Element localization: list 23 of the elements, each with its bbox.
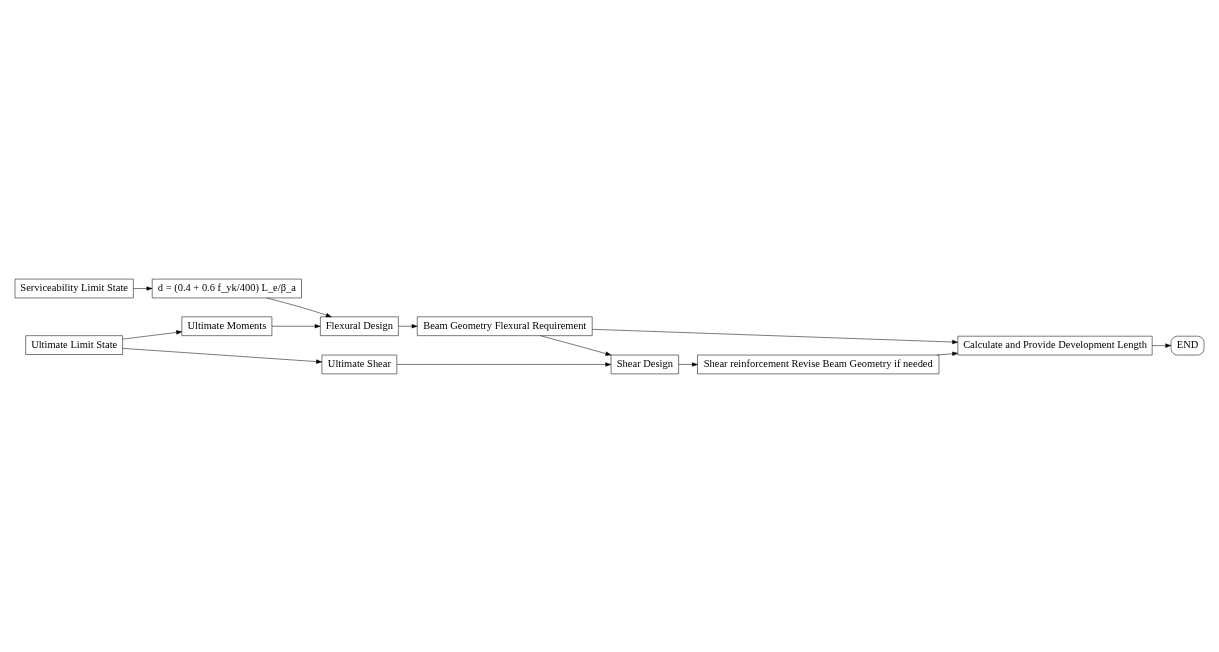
arrow [396, 361, 612, 367]
arrow [133, 285, 153, 291]
node-box: END [1170, 335, 1205, 355]
node-box: Beam Geometry Flexural Requirement [417, 316, 593, 336]
node-box: Ultimate Moments [181, 316, 273, 336]
node-box: Ultimate Shear [321, 354, 398, 374]
arrow [678, 361, 698, 367]
node-box: Ultimate Limit State [25, 334, 123, 355]
node-box: d = (0.4 + 0.6 f_yk/400) L_e/β_a [151, 278, 302, 298]
arrow [122, 329, 182, 339]
arrow [271, 323, 321, 328]
arrow [398, 323, 418, 328]
arrow [540, 334, 612, 356]
arrow [1152, 343, 1172, 348]
node-box: Shear reinforcement Revise Beam Geometry if needed [697, 354, 940, 374]
arrow [592, 328, 958, 344]
arrow [122, 347, 322, 364]
arrow [936, 351, 958, 356]
node-box: Flexural Design [320, 316, 399, 336]
node-box: Serviceability Limit State [14, 278, 134, 298]
node-box: Shear Design [610, 354, 679, 374]
arrow [266, 297, 332, 317]
node-box: Calculate and Provide Development Length [957, 335, 1153, 355]
